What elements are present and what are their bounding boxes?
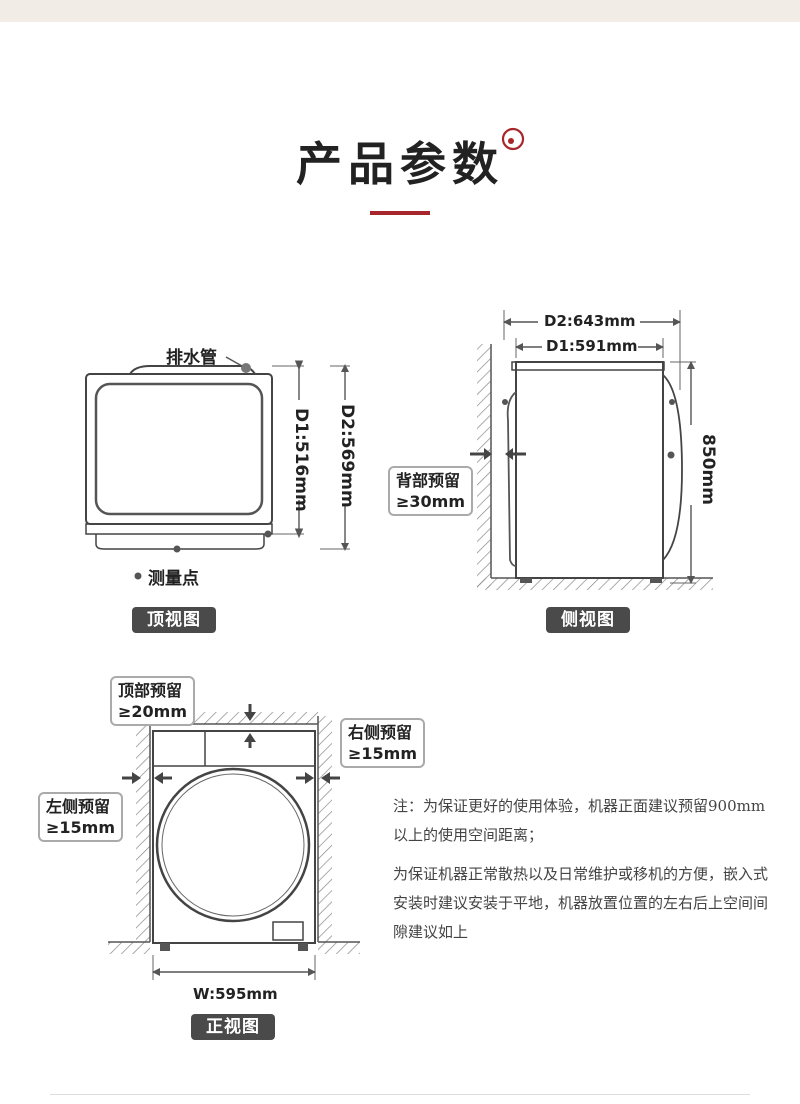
title-underline — [370, 211, 430, 215]
top-view — [85, 356, 350, 580]
back-clearance-title: 背部预留 — [396, 471, 461, 490]
drain-pipe-label: 排水管 — [166, 348, 217, 368]
top-d1-label: D1:516mm — [291, 408, 311, 512]
top-view-plate: 顶视图 — [132, 607, 216, 633]
measure-point-label: 测量点 — [148, 569, 199, 589]
top-d2-label: D2:569mm — [337, 404, 357, 508]
measure-point-marker — [173, 545, 181, 553]
front-width-label: W:595mm — [193, 985, 278, 1003]
page-title: 产品参数 — [296, 137, 504, 191]
front-view-plate: 正视图 — [191, 1014, 275, 1040]
side-view-plate: 侧视图 — [546, 607, 630, 633]
side-d1-label: D1:591mm — [546, 337, 638, 355]
top-clearance-title: 顶部预留 — [118, 681, 183, 700]
top-clearance-value: ≥20mm — [118, 702, 188, 721]
bottom-divider — [50, 1094, 750, 1095]
top-clearance-callout: 顶部预留 ≥20mm — [110, 676, 196, 726]
top-decor-strip — [0, 0, 800, 22]
note-front-space: 注：为保证更好的使用体验，机器正面建议预留900mm以上的使用空间距离； — [393, 797, 766, 844]
right-clearance-value: ≥15mm — [348, 744, 418, 763]
back-clearance-value: ≥30mm — [396, 492, 466, 511]
left-clearance-callout: 左侧预留 ≥15mm — [38, 792, 124, 842]
seal-icon — [501, 127, 525, 151]
side-d2-label: D2:643mm — [544, 312, 636, 330]
left-clearance-title: 左侧预留 — [46, 797, 111, 816]
front-view — [108, 704, 360, 980]
drain-pipe-marker — [241, 363, 251, 373]
note-installation: 为保证机器正常散热以及日常维护或移机的方便，嵌入式安装时建议安装于平地，机器放置… — [393, 865, 769, 941]
right-clearance-callout: 右侧预留 ≥15mm — [340, 718, 426, 768]
back-clearance-callout: 背部预留 ≥30mm — [388, 466, 474, 516]
left-clearance-value: ≥15mm — [46, 818, 116, 837]
right-clearance-title: 右侧预留 — [348, 723, 413, 742]
side-height-label: 850mm — [698, 434, 718, 505]
side-view — [470, 310, 713, 590]
